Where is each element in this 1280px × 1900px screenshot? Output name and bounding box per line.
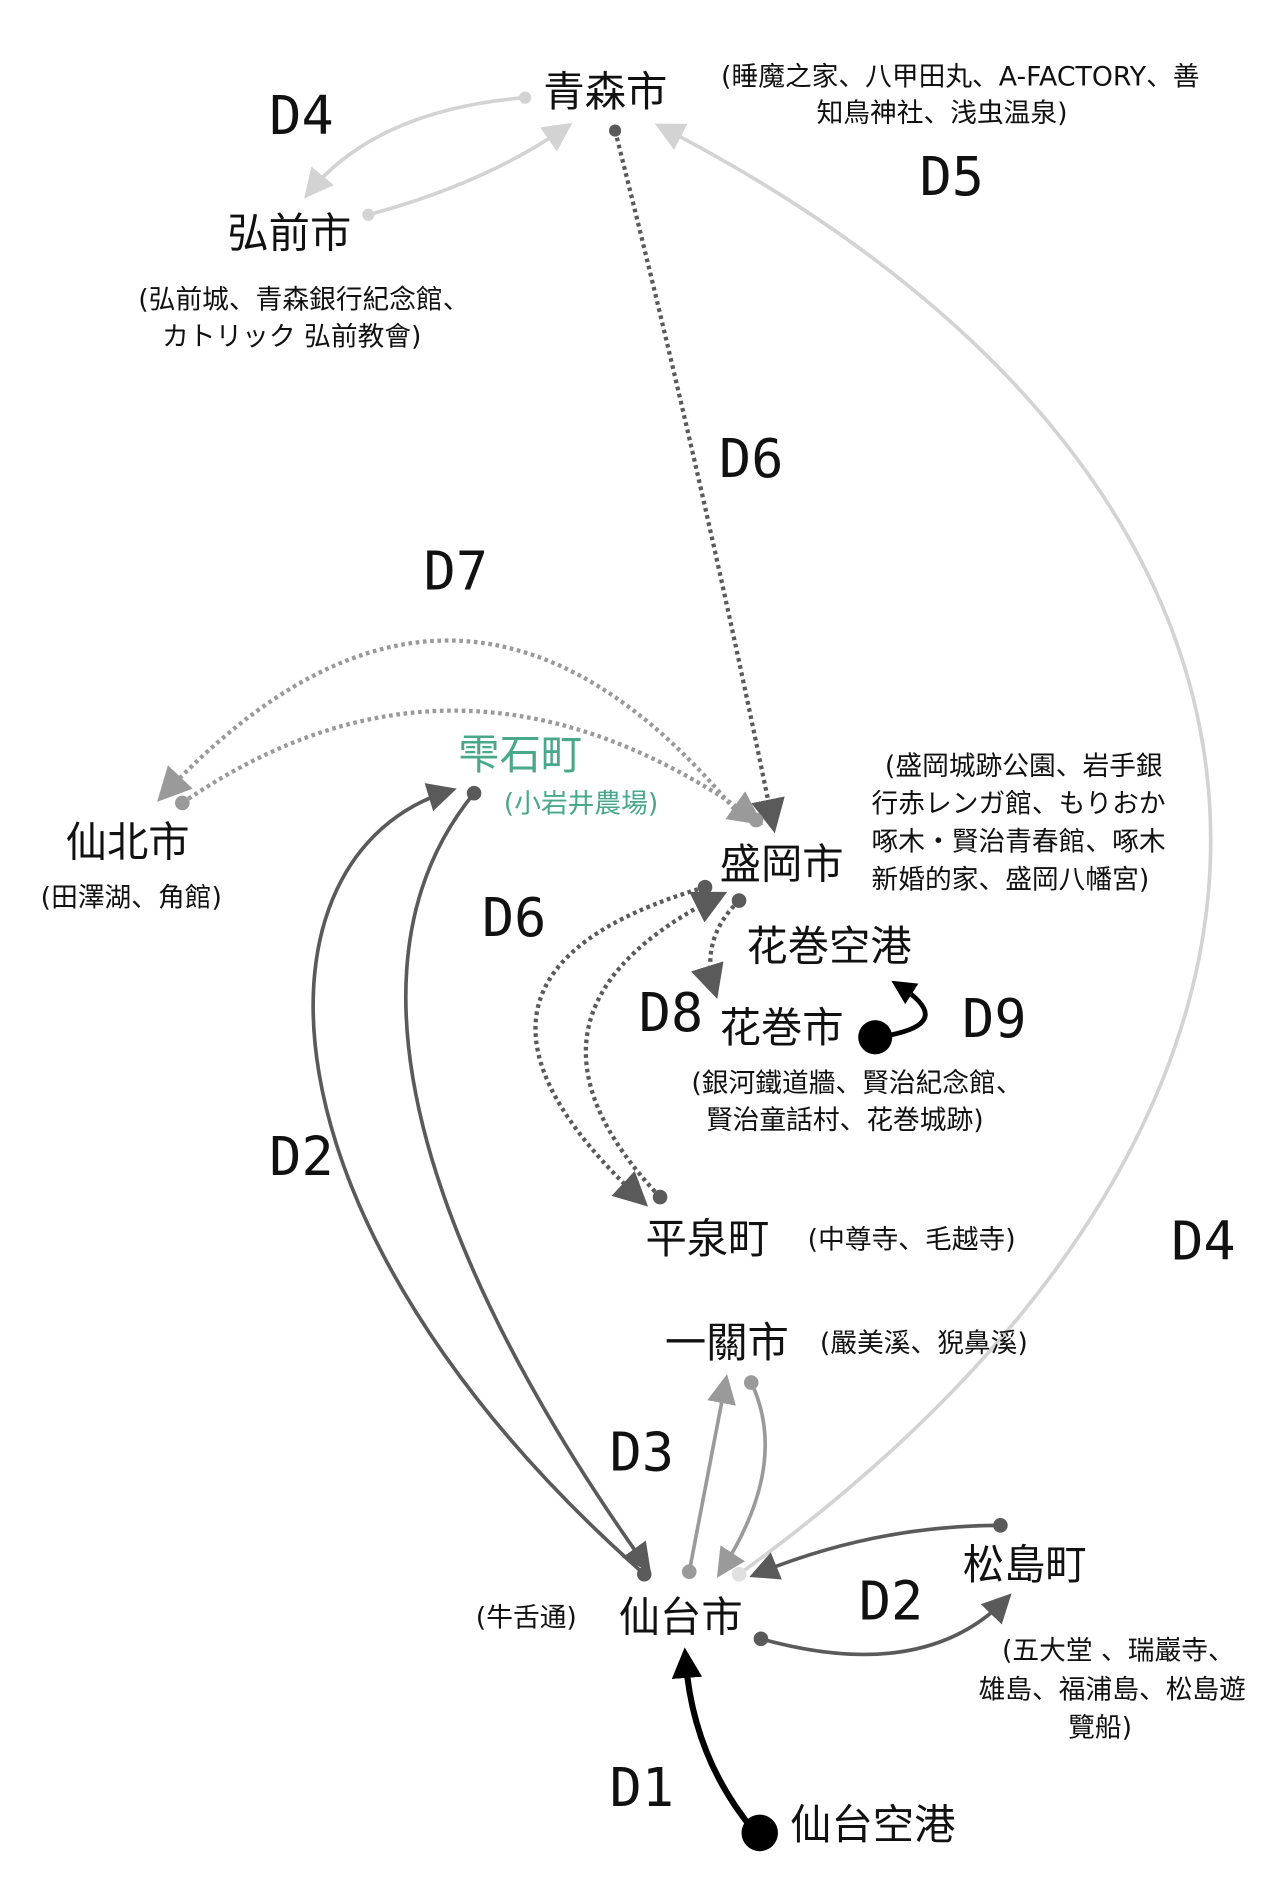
day-label-d4: D4 xyxy=(1171,1209,1235,1272)
note-ichinoseki: (嚴美溪、猊鼻溪) xyxy=(820,1328,1028,1359)
note-hirosaki-2: カトリック 弘前教會) xyxy=(162,321,421,352)
day-label-d6: D6 xyxy=(482,886,546,949)
arrow-aomori-hirosaki xyxy=(304,95,526,199)
note-shizukuishi: (小岩井農場) xyxy=(504,789,659,820)
node-dot xyxy=(741,1814,778,1852)
city-hiraizumi: 平泉町 xyxy=(645,1215,769,1263)
arrow-airport-sendai xyxy=(671,1647,756,1833)
note-hanamaki-2: 賢治童話村、花巻城跡) xyxy=(706,1105,984,1136)
city-shizukuishi: 雫石町 xyxy=(458,731,582,779)
note-aomori-2: 知鳥神社、浅虫温泉) xyxy=(817,98,1068,129)
note-matsushima-1: (五大堂 、瑞巖寺、 xyxy=(1002,1636,1235,1667)
city-matsushima: 松島町 xyxy=(963,1541,1087,1589)
day-label-d6: D6 xyxy=(719,427,783,490)
day-label-d1: D1 xyxy=(610,1756,674,1819)
node-dot xyxy=(652,1189,668,1205)
arrow-shizukuishi-sendai xyxy=(404,792,651,1573)
day-label-d4: D4 xyxy=(269,84,333,147)
arrow-sendai-matsushima xyxy=(760,1593,1012,1657)
arrow-sendai-shizukuishi xyxy=(311,783,646,1576)
city-semboku: 仙北市 xyxy=(66,819,190,867)
node-dot xyxy=(748,812,764,828)
note-hanamaki-1: (銀河鐵道牆、賢治紀念館、 xyxy=(691,1068,1022,1099)
note-matsushima-3: 覽船) xyxy=(1068,1712,1132,1743)
city-hirosaki: 弘前市 xyxy=(227,210,351,258)
note-matsushima-2: 雄島、福浦島、松島遊 xyxy=(979,1675,1246,1706)
node-dot xyxy=(731,1566,747,1582)
arrow-sendai-aomori xyxy=(654,123,1213,1576)
node-dot xyxy=(681,1564,697,1580)
note-aomori-1: (睡魔之家、八甲田丸、A-FACTORY、善 xyxy=(721,61,1199,92)
note-morioka-4: 新婚的家、盛岡八幡宮) xyxy=(872,864,1150,895)
note-hirosaki-1: (弘前城、青森銀行紀念館、 xyxy=(138,285,469,316)
day-label-d7: D7 xyxy=(424,539,488,602)
city-hanamaki: 花巻市 xyxy=(720,1004,844,1052)
node-dot xyxy=(697,879,713,895)
note-hiraizumi: (中尊寺、毛越寺) xyxy=(808,1224,1016,1255)
arrow-hirosaki-aomori xyxy=(367,122,573,217)
node-dot xyxy=(519,91,532,104)
day-label-d5: D5 xyxy=(920,145,984,208)
note-morioka-3: 啄木・賢治青春館、啄木 xyxy=(872,826,1166,857)
city-ichinoseki: 一關市 xyxy=(665,1319,789,1367)
city-hanamaki-airport: 花巻空港 xyxy=(746,922,911,970)
arrow-hiraizumi-morioka xyxy=(583,891,728,1199)
note-semboku: (田澤湖、角館) xyxy=(41,883,222,914)
node-dot xyxy=(731,893,747,908)
city-morioka: 盛岡市 xyxy=(720,841,844,889)
arrow-hanamaki-airport xyxy=(877,980,928,1040)
node-dot xyxy=(993,1518,1008,1533)
arrow-aomori-morioka xyxy=(613,130,785,834)
node-dot xyxy=(858,1020,893,1055)
node-dot xyxy=(362,208,375,221)
node-dot xyxy=(466,785,482,801)
arrow-morioka-hanamaki xyxy=(690,899,741,1000)
node-dot xyxy=(636,1566,652,1582)
day-label-d8: D8 xyxy=(639,981,703,1044)
day-label-d2: D2 xyxy=(269,1125,333,1188)
day-label-d2: D2 xyxy=(859,1569,923,1632)
arrow-semboku-morioka xyxy=(181,708,764,825)
arrow-ichinoseki-sendai xyxy=(716,1381,767,1578)
note-morioka-2: 行赤レンガ館、もりおか xyxy=(872,789,1166,820)
arrow-matsushima-sendai xyxy=(749,1523,1001,1580)
node-dot xyxy=(609,124,622,137)
city-sendai: 仙台市 xyxy=(619,1593,743,1641)
city-aomori: 青森市 xyxy=(543,68,667,116)
node-dot xyxy=(753,1631,769,1647)
arrow-sendai-ichinoseki xyxy=(687,1374,736,1573)
node-dot xyxy=(175,795,190,811)
day-label-d3: D3 xyxy=(610,1420,674,1483)
note-sendai: (牛舌通) xyxy=(476,1603,577,1634)
note-morioka-1: (盛岡城跡公園、岩手銀 xyxy=(885,751,1163,782)
day-label-d9: D9 xyxy=(962,987,1026,1050)
node-dot xyxy=(743,1375,759,1390)
city-sendai-airport: 仙台空港 xyxy=(790,1801,955,1849)
